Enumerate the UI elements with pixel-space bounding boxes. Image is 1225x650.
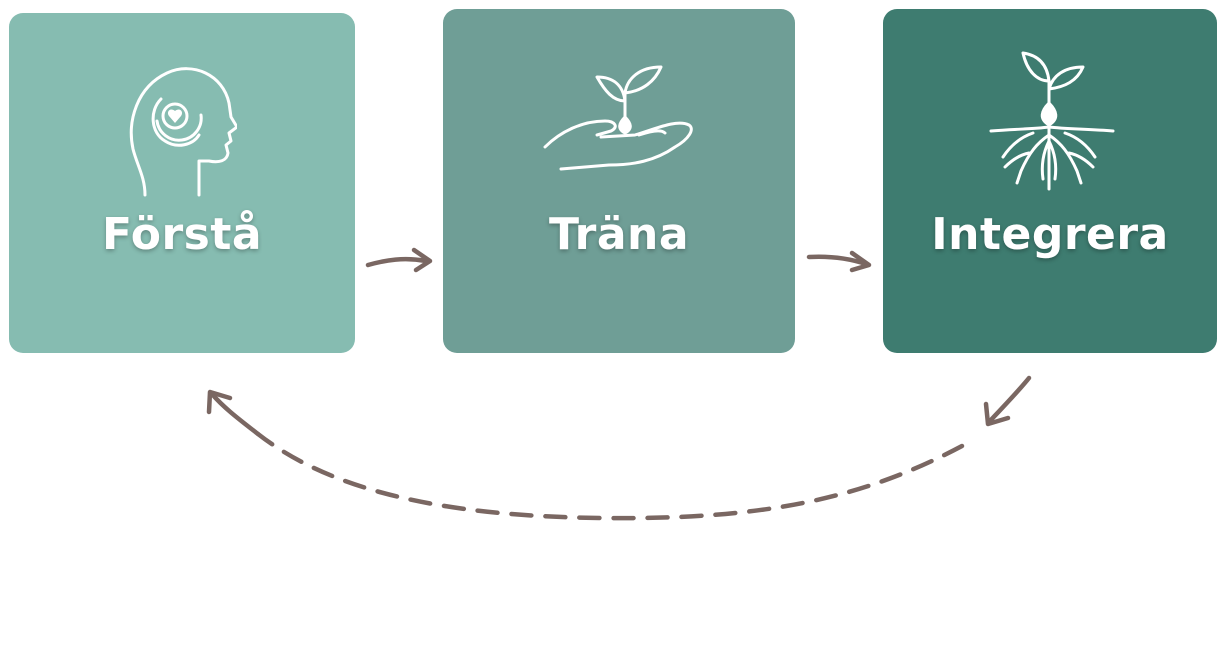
arrow-trana-to-integrera [806,250,872,273]
arrow-integrera-down [983,375,1032,427]
dashed-return-arrow [206,389,965,521]
step-card-forsta: Förstå [9,13,355,353]
arrow-forsta-to-trana [365,247,433,273]
step-card-integrera: Integrera [883,9,1217,353]
step-label: Träna [548,209,690,260]
step-label: Integrera [931,209,1169,260]
step-card-trana: Träna [443,9,795,353]
head-heart-icon [127,61,239,205]
hand-sprout-icon [543,65,695,179]
rooted-sprout-icon [985,49,1115,199]
step-label: Förstå [101,209,263,260]
